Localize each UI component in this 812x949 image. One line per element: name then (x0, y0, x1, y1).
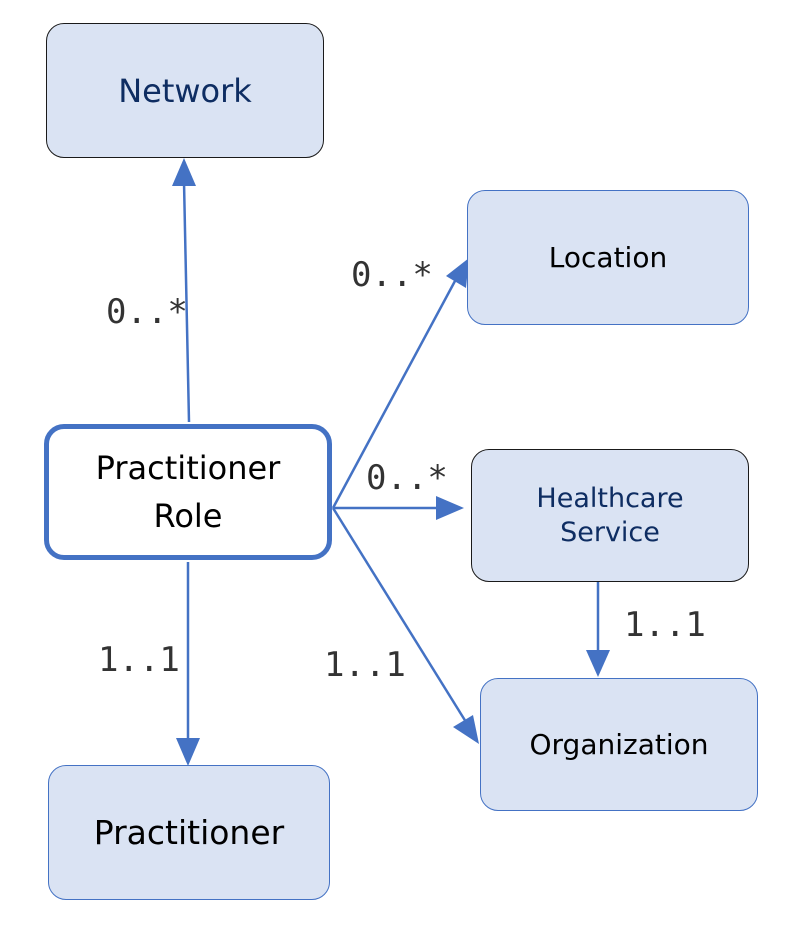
multiplicity-role-location: 0..* (351, 255, 433, 295)
arrowhead-organization (453, 715, 479, 744)
multiplicity-role-network: 0..* (106, 292, 188, 332)
arrowhead-service-organization (586, 650, 610, 677)
location-node[interactable]: Location (467, 190, 749, 325)
arrowhead-location (446, 258, 469, 288)
arrowhead-practitioner (176, 738, 200, 766)
multiplicity-role-organization: 1..1 (324, 645, 406, 685)
edge-role-to-network (172, 158, 196, 423)
organization-node[interactable]: Organization (480, 678, 758, 811)
network-label: Network (118, 71, 252, 110)
multiplicity-service-organization: 1..1 (624, 605, 706, 645)
healthcare-service-node[interactable]: Healthcare Service (471, 449, 749, 582)
edge-role-to-organization (331, 507, 479, 744)
practitioner-role-label: Practitioner Role (95, 449, 281, 535)
multiplicity-role-healthcare-service: 0..* (366, 458, 448, 498)
arrowhead-healthcare-service (436, 496, 464, 520)
network-node[interactable]: Network (46, 23, 324, 158)
location-label: Location (548, 241, 668, 274)
edge-role-to-location (331, 258, 469, 509)
practitioner-node[interactable]: Practitioner (48, 765, 330, 900)
healthcare-service-label: Healthcare Service (536, 482, 684, 548)
edge-role-to-healthcare-service (333, 496, 464, 520)
practitioner-role-node[interactable]: Practitioner Role (44, 424, 332, 560)
edge-role-to-practitioner (176, 562, 200, 766)
arrowhead-network (172, 158, 196, 186)
practitioner-label: Practitioner (93, 812, 285, 852)
multiplicity-role-practitioner: 1..1 (98, 640, 180, 680)
organization-label: Organization (529, 728, 709, 761)
edge-healthcare-service-to-organization (586, 582, 610, 677)
